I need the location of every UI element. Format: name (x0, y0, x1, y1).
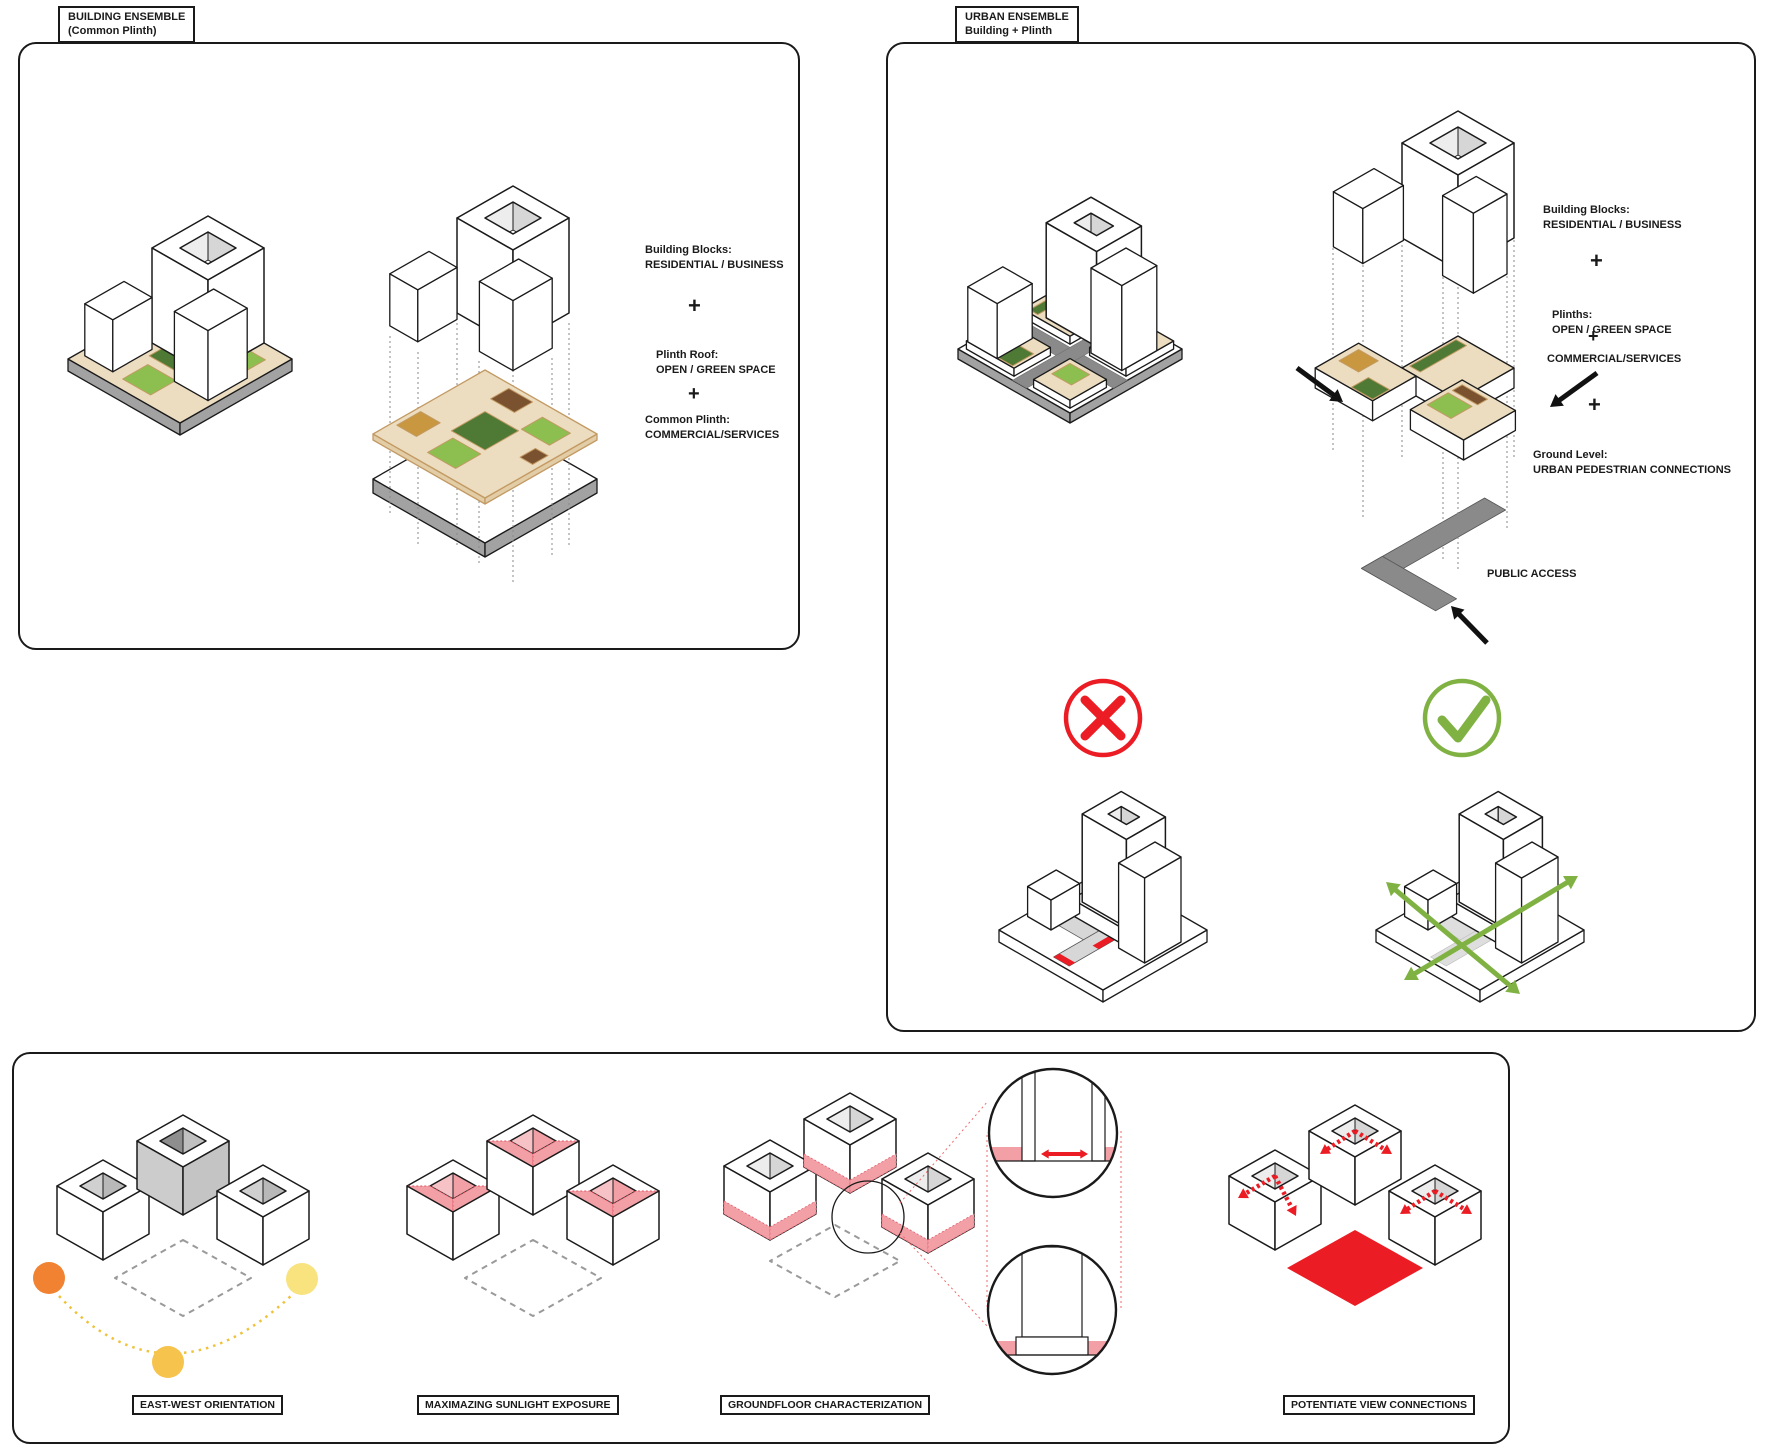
common-plinth-exploded-diagram (372, 185, 598, 585)
panel1-title-line1: BUILDING ENSEMBLE (68, 11, 186, 23)
common-plinth-assembled-diagram (67, 215, 293, 436)
panel1-title-line2: (Common Plinth) (68, 25, 157, 38)
plus-icon: + (1588, 326, 1599, 346)
view-connections-diagram (1228, 1104, 1482, 1306)
label-building-blocks-p2: Building Blocks: RESIDENTIAL / BUSINESS (1543, 203, 1682, 233)
label-plinths-title: Plinths: (1552, 309, 1593, 321)
label-common-plinth: Common Plinth: COMMERCIAL/SERVICES (645, 413, 779, 443)
urban-ensemble-exploded-diagram (1295, 110, 1599, 645)
caption-groundfloor-characterization: GROUNDFLOOR CHARACTERIZATION (720, 1395, 931, 1415)
urban-ensemble-assembled-diagram (957, 196, 1183, 424)
label-ground-level-title: Ground Level: (1533, 449, 1608, 461)
label-building-blocks-p1-sub: RESIDENTIAL / BUSINESS (645, 258, 784, 271)
caption-sunlight-exposure: MAXIMAZING SUNLIGHT EXPOSURE (417, 1395, 619, 1415)
label-commercial-services: COMMERCIAL/SERVICES (1547, 353, 1682, 365)
label-plinth-roof: Plinth Roof: OPEN / GREEN SPACE (656, 348, 776, 378)
label-plinths-sub: OPEN / GREEN SPACE (1552, 323, 1672, 336)
label-common-plinth-title: Common Plinth: (645, 414, 730, 426)
cross-icon (1063, 678, 1143, 758)
open-connections-diagram (1375, 678, 1585, 1003)
panel2-title-box: URBAN ENSEMBLE Building + Plinth (955, 6, 1079, 43)
detail-circle-recessed-base (986, 1244, 1118, 1376)
plus-icon: + (688, 383, 700, 405)
sunlight-exposure-diagram (406, 1114, 660, 1317)
panel2-title-line1: URBAN ENSEMBLE (965, 11, 1069, 23)
caption-view-connections: POTENTIATE VIEW CONNECTIONS (1283, 1395, 1475, 1415)
caption-east-west-orientation: EAST-WEST ORIENTATION (132, 1395, 283, 1415)
label-building-blocks-p1: Building Blocks: RESIDENTIAL / BUSINESS (645, 243, 784, 273)
detail-circle-street-width (987, 1067, 1119, 1199)
label-plinth-roof-sub: OPEN / GREEN SPACE (656, 363, 776, 376)
plus-icon: + (1588, 392, 1601, 417)
label-ground-level: Ground Level: URBAN PEDESTRIAN CONNECTIO… (1533, 448, 1731, 478)
label-building-blocks-p2-sub: RESIDENTIAL / BUSINESS (1543, 218, 1682, 231)
plus-icon: + (688, 293, 701, 318)
label-building-blocks-p1-title: Building Blocks: (645, 244, 732, 256)
sun-noon-icon (152, 1346, 184, 1378)
sun-east-icon (286, 1263, 318, 1295)
label-plinths: Plinths: OPEN / GREEN SPACE (1552, 308, 1672, 338)
plus-icon: + (1590, 248, 1603, 273)
label-public-access: PUBLIC ACCESS (1487, 568, 1577, 580)
label-building-blocks-p2-title: Building Blocks: (1543, 204, 1630, 216)
panel2-title-line2: Building + Plinth (965, 25, 1053, 38)
label-common-plinth-sub: COMMERCIAL/SERVICES (645, 428, 780, 441)
blocked-connections-diagram (998, 678, 1208, 1003)
urban-ensemble-panel (886, 42, 1756, 1032)
groundfloor-characterization-diagram (723, 1067, 1122, 1376)
label-plinth-roof-title: Plinth Roof: (656, 349, 719, 361)
check-icon (1422, 678, 1502, 758)
label-ground-level-sub: URBAN PEDESTRIAN CONNECTIONS (1533, 463, 1732, 476)
sun-west-icon (33, 1262, 65, 1294)
magnifier-circle-icon (831, 1180, 905, 1254)
panel1-title-box: BUILDING ENSEMBLE (Common Plinth) (58, 6, 196, 43)
east-west-orientation-diagram (33, 1114, 318, 1378)
